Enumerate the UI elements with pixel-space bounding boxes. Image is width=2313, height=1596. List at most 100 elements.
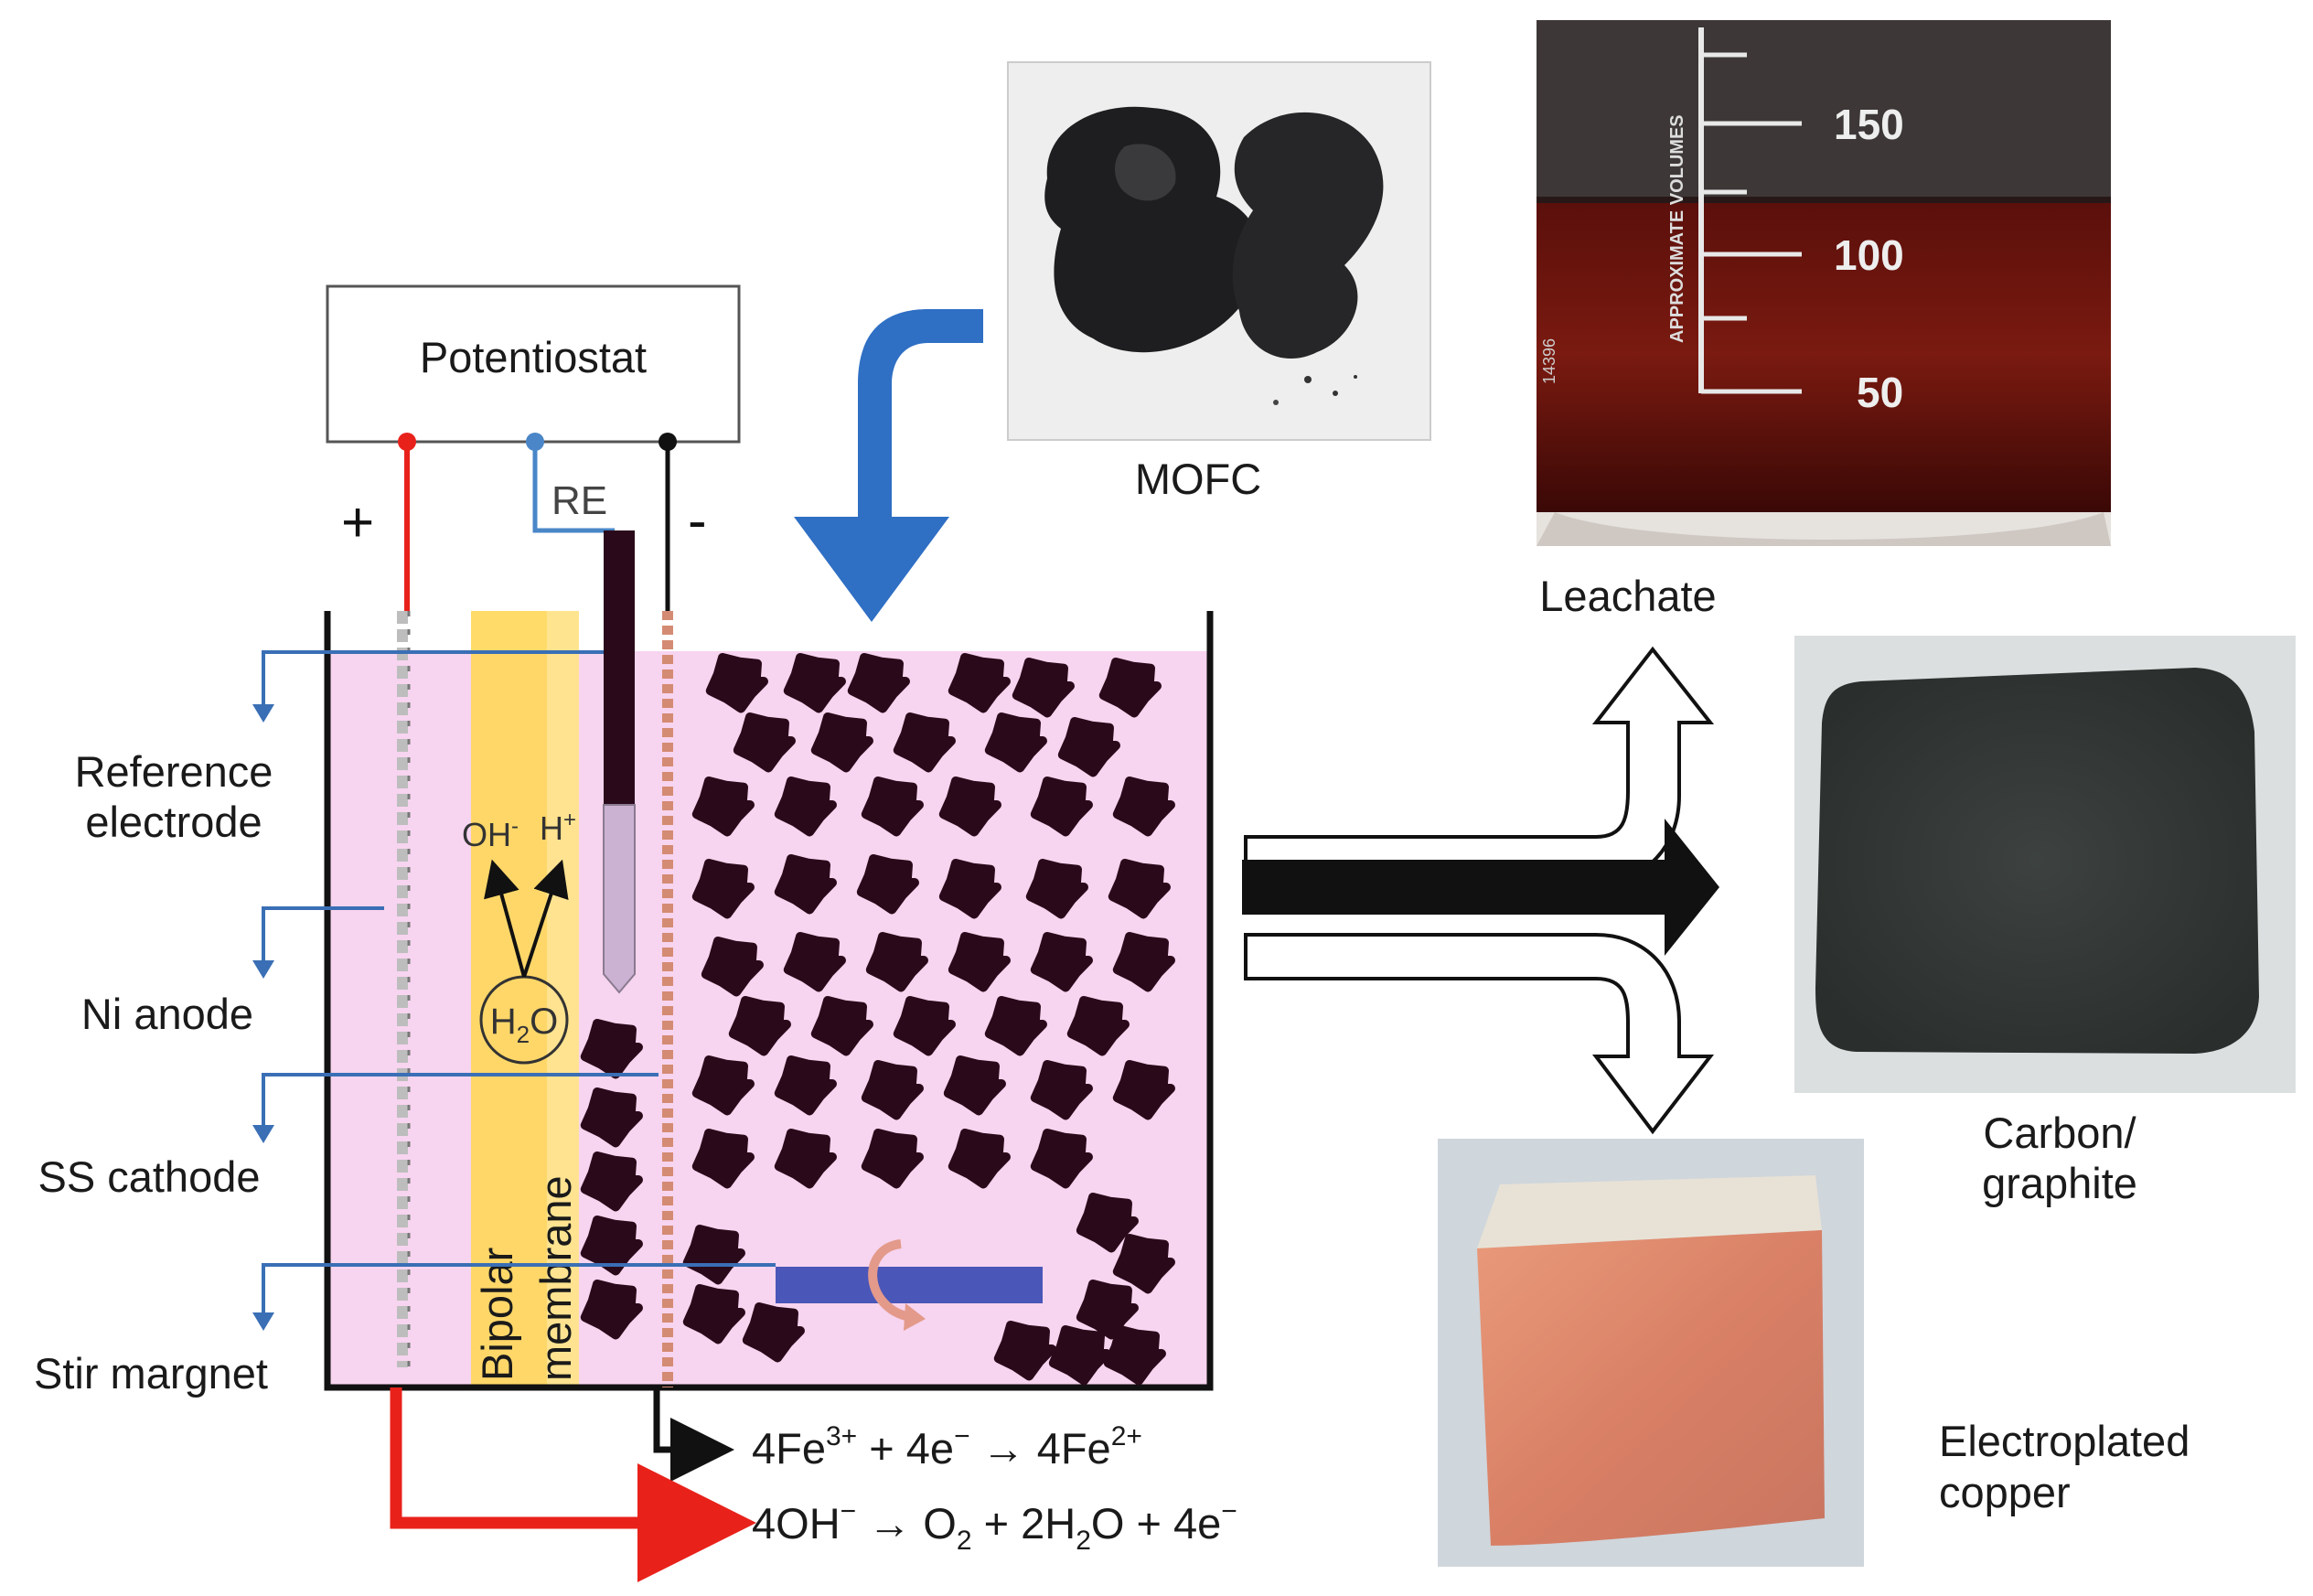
mofc-particle xyxy=(861,777,924,837)
beaker-brand: APPROXIMATE VOLUMES xyxy=(1667,114,1687,343)
callout-lines xyxy=(262,650,776,1317)
mofc-particle xyxy=(893,996,956,1056)
leachate-arrow xyxy=(1244,646,1715,884)
membrane-label-1: Bipolar xyxy=(473,1248,521,1381)
stir-rotation-arrowhead xyxy=(904,1303,926,1331)
mofc-particle xyxy=(691,777,755,837)
anode-equation: 4OH− → O2 + 2H2O + 4e− xyxy=(752,1496,1237,1556)
mofc-particle xyxy=(728,996,791,1056)
mofc-photo: MOFC xyxy=(1007,61,1431,503)
leachate-caption: Leachate xyxy=(1539,572,1716,620)
mofc-particle xyxy=(701,937,764,997)
mofc-particle xyxy=(742,1302,805,1363)
mofc-particle xyxy=(938,859,1001,919)
copper-caption-1: Electroplated xyxy=(1939,1417,2190,1465)
mofc-particle xyxy=(1057,717,1120,777)
mofc-particle xyxy=(943,1055,1006,1116)
callout-ni-anode: Ni anode xyxy=(81,990,253,1038)
cathode-leader xyxy=(262,1073,659,1130)
mofc-particle xyxy=(580,1151,643,1212)
copper-photo: Electroplated copper xyxy=(1438,1139,2190,1567)
callout-reference-2: electrode xyxy=(85,798,262,846)
mofc-particle xyxy=(1076,1193,1139,1253)
plus-sign: + xyxy=(341,491,374,554)
membrane-label-2: membrane xyxy=(531,1175,580,1381)
re-label: RE xyxy=(551,478,607,523)
leachate-liquid xyxy=(1537,197,2111,512)
mofc-particle xyxy=(774,1055,837,1116)
mofc-particle xyxy=(580,1280,643,1340)
cathode-terminal xyxy=(659,433,677,451)
mofc-particle xyxy=(580,1087,643,1148)
mofc-particle xyxy=(691,1055,755,1116)
mofc-particle xyxy=(1012,658,1075,718)
mofc-particle xyxy=(1103,1325,1166,1386)
mofc-particle xyxy=(1112,777,1175,837)
mofc-particle xyxy=(948,653,1011,713)
mofc-particle xyxy=(774,777,837,837)
mofc-particle xyxy=(682,1225,745,1285)
mofc-particle xyxy=(861,1060,924,1120)
mofc-chunk-1 xyxy=(1044,106,1262,353)
copper-caption-2: copper xyxy=(1939,1468,2071,1516)
mofc-particle xyxy=(580,1019,643,1079)
copper-arrow xyxy=(1244,933,1715,1135)
mofc-particle xyxy=(1030,777,1093,837)
stir-rotation-icon xyxy=(868,1239,912,1322)
mofc-particle xyxy=(733,712,796,773)
reference-terminal xyxy=(526,433,544,451)
reference-wire xyxy=(532,442,615,533)
mofc-particle xyxy=(1048,1325,1111,1386)
mofc-particle xyxy=(938,777,1001,837)
feed-arrow xyxy=(794,309,983,622)
cathode-equation: 4Fe3+ + 4e− → 4Fe2+ xyxy=(752,1421,1142,1473)
mofc-particle xyxy=(1030,1129,1093,1189)
mofc-particle xyxy=(810,712,873,773)
potentiostat-box xyxy=(326,284,741,444)
reference-electrode xyxy=(604,530,635,805)
mofc-particle xyxy=(984,712,1047,773)
mofc-particle xyxy=(1112,932,1175,992)
mofc-particle xyxy=(948,1129,1011,1189)
mofc-particle xyxy=(1112,1234,1175,1294)
callout-reference-1: Reference xyxy=(75,747,273,796)
reference-electrode-tip xyxy=(603,804,636,994)
mofc-particle xyxy=(893,712,956,773)
output-arrows xyxy=(1242,646,1719,1135)
mofc-particle xyxy=(948,932,1011,992)
reference-leader xyxy=(262,650,604,709)
copper-plate-top xyxy=(1477,1175,1822,1248)
callout-stir-magnet: Stir margnet xyxy=(34,1349,268,1398)
mofc-chunk-3 xyxy=(1114,144,1176,201)
mofc-particle xyxy=(774,854,837,915)
stir-magnet xyxy=(776,1267,1043,1303)
callout-ss-cathode: SS cathode xyxy=(37,1152,260,1201)
mofc-particle xyxy=(1066,996,1130,1056)
h-label: H+ xyxy=(540,808,576,847)
mofc-particle xyxy=(1098,658,1162,718)
beaker-code: 14396 xyxy=(1540,338,1558,384)
mofc-particle xyxy=(1025,859,1088,919)
mofc-particle xyxy=(861,1129,924,1189)
mofc-particle xyxy=(993,1321,1056,1381)
potentiostat: Potentiostat xyxy=(326,284,741,444)
mofc-particle xyxy=(1076,1280,1139,1340)
water-label: H2O xyxy=(490,1002,558,1048)
stir-leader xyxy=(262,1263,776,1317)
mofc-particle xyxy=(1030,932,1093,992)
carbon-caption-2: graphite xyxy=(1982,1159,2137,1207)
anode-reaction-arrow xyxy=(390,1387,756,1582)
mofc-particle xyxy=(783,932,846,992)
mofc-particle xyxy=(984,996,1047,1056)
minus-sign: - xyxy=(688,489,707,552)
carbon-powder xyxy=(1815,668,2259,1054)
anode-terminal xyxy=(398,433,416,451)
oh-label: OH- xyxy=(462,814,519,853)
water-splitting: H2O OH- H+ xyxy=(462,808,576,1065)
carbon-photo: Carbon/ graphite xyxy=(1794,636,2296,1207)
callout-arrowheads xyxy=(252,704,274,1331)
potentiostat-label: Potentiostat xyxy=(420,333,647,381)
beaker-mark-100: 100 xyxy=(1834,231,1904,279)
to-oh-arrow xyxy=(484,859,526,978)
